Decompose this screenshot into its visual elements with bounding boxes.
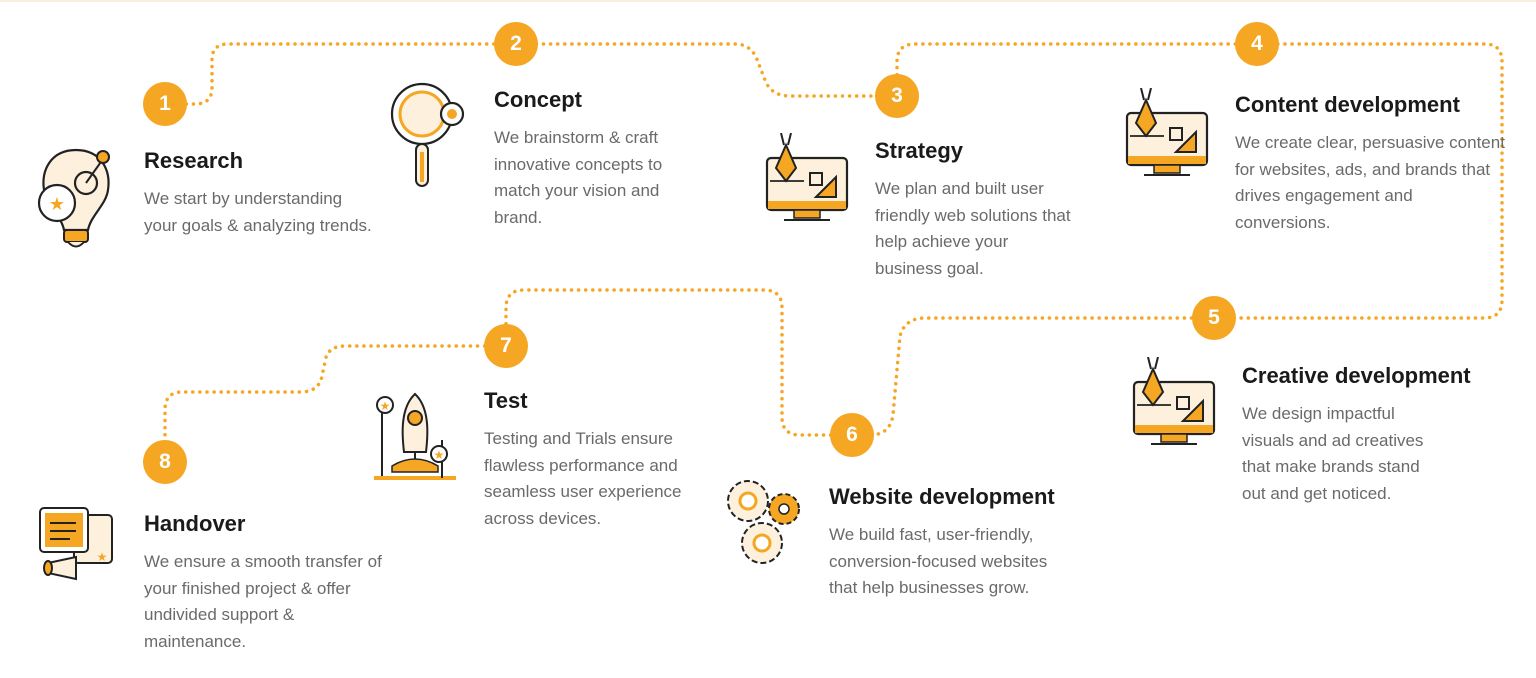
step-description: We build fast, user-friendly, conversion… xyxy=(829,525,1048,597)
design-monitor-icon xyxy=(1125,88,1209,176)
step-website-development: Website development We build fast, user-… xyxy=(829,484,1074,602)
step-number-badge: 8 xyxy=(143,440,187,484)
step-number-badge: 3 xyxy=(875,74,919,118)
step-number-badge: 4 xyxy=(1235,22,1279,66)
svg-text:★: ★ xyxy=(434,448,445,462)
step-title: Website development xyxy=(829,484,1055,509)
step-research: Research We start by understanding your … xyxy=(144,148,374,239)
gears-icon xyxy=(727,480,800,564)
design-monitor-icon xyxy=(1132,357,1216,445)
step-title: Research xyxy=(144,148,244,173)
step-concept: Concept We brainstorm & craft innovative… xyxy=(494,87,694,231)
svg-text:★: ★ xyxy=(380,399,391,413)
chat-megaphone-icon: ★ xyxy=(39,507,113,581)
step-number-badge: 7 xyxy=(484,324,528,368)
step-title: Content development xyxy=(1235,92,1460,117)
step-number-badge: 1 xyxy=(143,82,187,126)
step-number-badge: 5 xyxy=(1192,296,1236,340)
step-description: Testing and Trials ensure flawless perfo… xyxy=(484,429,682,528)
step-title: Test xyxy=(484,388,528,413)
step-number-badge: 2 xyxy=(494,22,538,66)
step-strategy: Strategy We plan and built user friendly… xyxy=(875,138,1075,282)
step-title: Concept xyxy=(494,87,582,112)
magnifier-icon xyxy=(390,82,465,187)
step-title: Strategy xyxy=(875,138,964,163)
step-number-badge: 6 xyxy=(830,413,874,457)
step-creative-development: Creative development We design impactful… xyxy=(1242,363,1471,507)
svg-text:★: ★ xyxy=(49,194,65,214)
step-description: We start by understanding your goals & a… xyxy=(144,189,372,235)
design-monitor-icon xyxy=(765,133,849,221)
top-border xyxy=(0,0,1536,2)
lightbulb-icon: ★ xyxy=(37,148,110,248)
step-description: We create clear, persuasive content for … xyxy=(1235,133,1505,232)
step-description: We brainstorm & craft innovative concept… xyxy=(494,128,663,227)
rocket-icon: ★ ★ xyxy=(374,392,456,480)
step-test: Test Testing and Trials ensure flawless … xyxy=(484,388,704,532)
step-description: We ensure a smooth transfer of your fini… xyxy=(144,552,382,651)
step-content-development: Content development We create clear, per… xyxy=(1235,92,1505,236)
step-title: Creative development xyxy=(1242,363,1471,388)
svg-text:★: ★ xyxy=(97,550,108,564)
step-title: Handover xyxy=(144,511,246,536)
step-handover: Handover We ensure a smooth transfer of … xyxy=(144,511,399,655)
step-description: We plan and built user friendly web solu… xyxy=(875,179,1071,278)
step-description: We design impactful visuals and ad creat… xyxy=(1242,404,1424,503)
